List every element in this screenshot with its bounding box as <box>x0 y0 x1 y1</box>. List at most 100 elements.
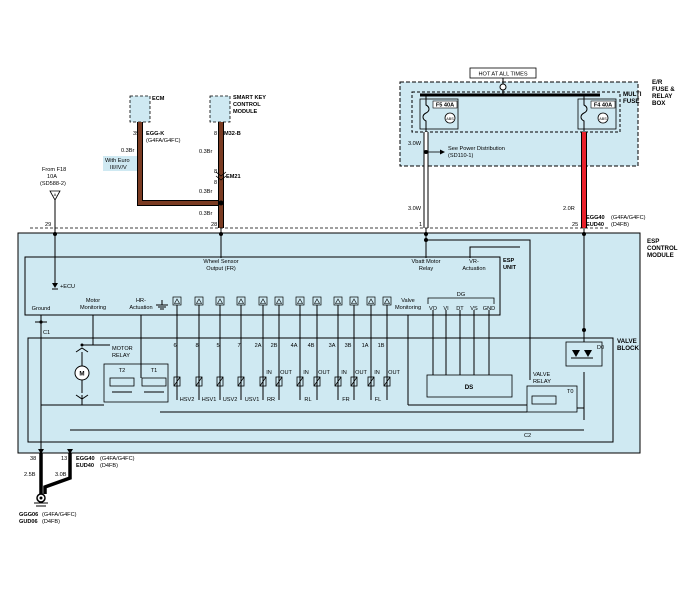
valve-fr: FR <box>342 397 349 403</box>
see-power-distribution: See Power Distribution <box>448 146 505 152</box>
abs-right-text: ABS <box>599 117 607 121</box>
brown-wires <box>137 122 227 228</box>
pin-left-power: 1 <box>419 222 422 228</box>
dg-pin-vi: VI <box>443 306 449 312</box>
conn-egg40-top-variant: (G4FA/G4FC) <box>611 215 646 221</box>
splice-em21: EM21 <box>226 174 241 180</box>
valve-relay-label-2: RELAY <box>533 379 551 385</box>
valve-usv1: USV1 <box>245 397 260 403</box>
ground-ggg06-variant: (G4FA/G4FC) <box>42 512 77 518</box>
valve-block-label-1: VALVE <box>617 338 637 345</box>
valve-relay-label-1: VALVE <box>533 372 550 378</box>
ground-conn-eud40: EUD40 <box>76 463 94 469</box>
wire-left-size: 3.0W <box>408 141 422 147</box>
fr-in: IN <box>341 370 347 376</box>
hot-label: HOT AT ALL TIMES <box>478 72 527 78</box>
vbatt-1: Vbatt Motor <box>412 259 441 265</box>
esp-unit-contents: +ECU Wheel Sensor Output (FR) Vbatt Moto… <box>32 228 586 380</box>
ecm-wire-size: 0.3Br <box>121 148 135 154</box>
valve-usv2: USV2 <box>223 397 238 403</box>
esp-unit-label-1: ESP <box>503 258 514 264</box>
smart-key-connector: M32-B <box>224 131 241 137</box>
feed-amp: 10A <box>47 174 57 180</box>
ground-gud06: GUD06 <box>19 519 38 525</box>
svg-text:A: A <box>54 192 57 197</box>
conn-eud40-top-variant: (D4FB) <box>611 222 629 228</box>
wheel-sensor-1: Wheel Sensor <box>203 259 238 265</box>
rr-in: IN <box>266 370 272 376</box>
abs-right-badge <box>597 112 609 124</box>
pin-3a: 3A <box>329 343 336 349</box>
fl-out: OUT <box>388 370 400 376</box>
smart-key-pin: 8 <box>214 131 217 137</box>
hr-act-2: Actuation <box>129 305 152 311</box>
ecm-note-1: With Euro <box>105 158 130 164</box>
feed-pin: 29 <box>45 222 51 228</box>
conn-eud40-top: EUD40 <box>586 222 604 228</box>
pin-ecm-in: 28 <box>211 222 217 228</box>
pin-right-power: 25 <box>572 222 578 228</box>
pin-1b: 1B <box>378 343 385 349</box>
smart-key-wire-1: 0.3Br <box>199 149 213 155</box>
feed-from: From F18 <box>42 167 66 173</box>
feed-arrow-icon <box>49 190 61 201</box>
pin-2a: 2A <box>255 343 262 349</box>
valve-hsv2: HSV2 <box>180 397 195 403</box>
ground-wires: 38 13 EGG40 (G4FA/G4FC) EUD40 (D4FB) 2.5… <box>19 449 135 525</box>
pin-7: 7 <box>237 343 240 349</box>
pin-5: 5 <box>216 343 219 349</box>
er-box-label-1: E/R <box>652 79 663 86</box>
abs-left-text: ABS <box>446 117 454 121</box>
wheel-sensor-2: Output (FR) <box>206 266 236 272</box>
dg-pin-dt: DT <box>456 306 464 312</box>
wire-right-size: 2.0R <box>563 206 575 212</box>
pin-8: 8 <box>195 343 198 349</box>
ecm-block: ECM 39 EGG-K (G4FA/G4FC) 0.3Br With Euro… <box>103 95 181 171</box>
smart-key-wire-3: 0.3Br <box>199 211 213 217</box>
abs-left-badge <box>444 112 456 124</box>
pin-2b: 2B <box>271 343 278 349</box>
ground-pin-right: 13 <box>61 456 67 462</box>
inter-wires: C1 <box>35 305 490 466</box>
relay-t2: T2 <box>119 368 126 374</box>
fr-out: OUT <box>355 370 367 376</box>
smart-key-label-3: MODULE <box>233 109 258 115</box>
ecm-box <box>129 95 151 123</box>
multi-fuse-label-2: FUSE <box>623 98 640 105</box>
valve-block <box>27 337 614 443</box>
dg-pin-gnd: GND <box>483 306 495 312</box>
er-box-label-4: BOX <box>652 100 666 107</box>
ecm-note-2: III/IV/V <box>110 165 127 171</box>
rl-out: OUT <box>318 370 330 376</box>
conn-egg40-top: EGG40 <box>586 215 605 221</box>
ground-wire-left: 2.5B <box>24 472 36 478</box>
smart-key-label-2: CONTROL <box>233 102 261 108</box>
ground-wire-right: 3.0B <box>55 472 67 478</box>
multi-fuse-label-1: MULTI <box>623 91 642 98</box>
feed-ref: (SD588-2) <box>40 181 66 187</box>
valve-rl: RL <box>304 397 311 403</box>
left-feed: From F18 10A (SD588-2) A 29 <box>40 167 66 228</box>
c2-label: C2 <box>524 433 531 439</box>
ground-conn-egg40: EGG40 <box>76 456 95 462</box>
vr-act-1: VR- <box>469 259 479 265</box>
wire-left-size-2: 3.0W <box>408 206 422 212</box>
pin-1a: 1A <box>362 343 369 349</box>
ground-conn-egg40-variant: (G4FA/G4FC) <box>100 456 135 462</box>
pin-6: 6 <box>173 343 176 349</box>
smart-key-wire-2: 0.3Br <box>199 189 213 195</box>
smart-key-label-1: SMART KEY <box>233 95 266 101</box>
esp-ecu: +ECU <box>60 284 75 290</box>
ds-label: DS <box>465 384 474 391</box>
driver-row <box>172 296 392 306</box>
er-box-label-2: FUSE & <box>652 86 675 93</box>
pin-3b: 3B <box>345 343 352 349</box>
smart-key-box <box>209 95 231 123</box>
dg-label: DG <box>457 292 465 298</box>
ecm-connector: EGG-K <box>146 131 164 137</box>
fuse-right-label: F4 40A <box>594 103 612 109</box>
ecm-variant: (G4FA/G4FC) <box>146 138 181 144</box>
c1-label: C1 <box>43 330 50 336</box>
esp-module-label-3: MODULE <box>647 252 674 259</box>
motor-mon-2: Monitoring <box>80 305 106 311</box>
